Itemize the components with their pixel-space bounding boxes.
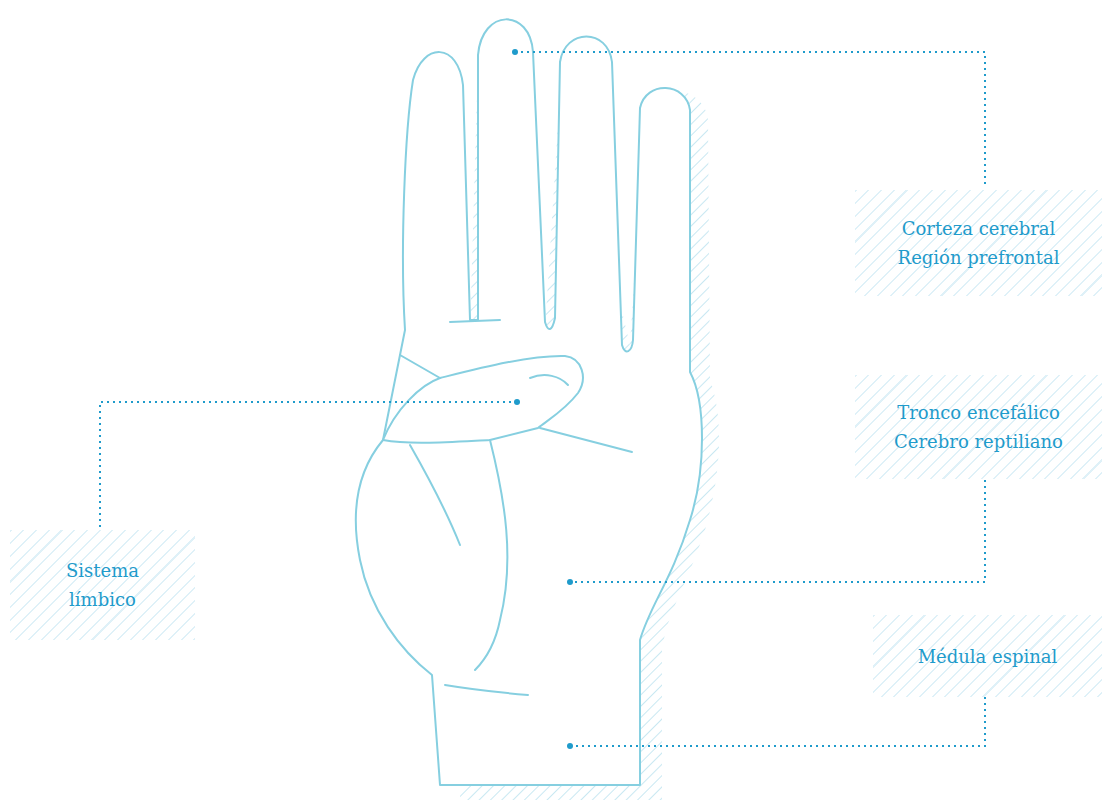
leader-lines [100, 52, 985, 746]
label-text: Cerebro reptiliano [894, 427, 1063, 456]
leader-dots [512, 49, 573, 749]
label-panel: Corteza cerebralRegión prefrontal [855, 190, 1102, 296]
label-panel: Médula espinal [873, 615, 1102, 697]
label-panel: Tronco encefálicoCerebro reptiliano [855, 375, 1102, 479]
hand-creases [400, 320, 632, 695]
label-text: Tronco encefálico [897, 398, 1059, 427]
label-text: Región prefrontal [898, 243, 1060, 272]
label-text: Sistema límbico [48, 556, 158, 614]
label-text: Médula espinal [918, 642, 1058, 671]
label-text: Corteza cerebral [902, 214, 1056, 243]
hand-thumb [383, 356, 583, 443]
label-panel: Sistema límbico [10, 530, 195, 640]
